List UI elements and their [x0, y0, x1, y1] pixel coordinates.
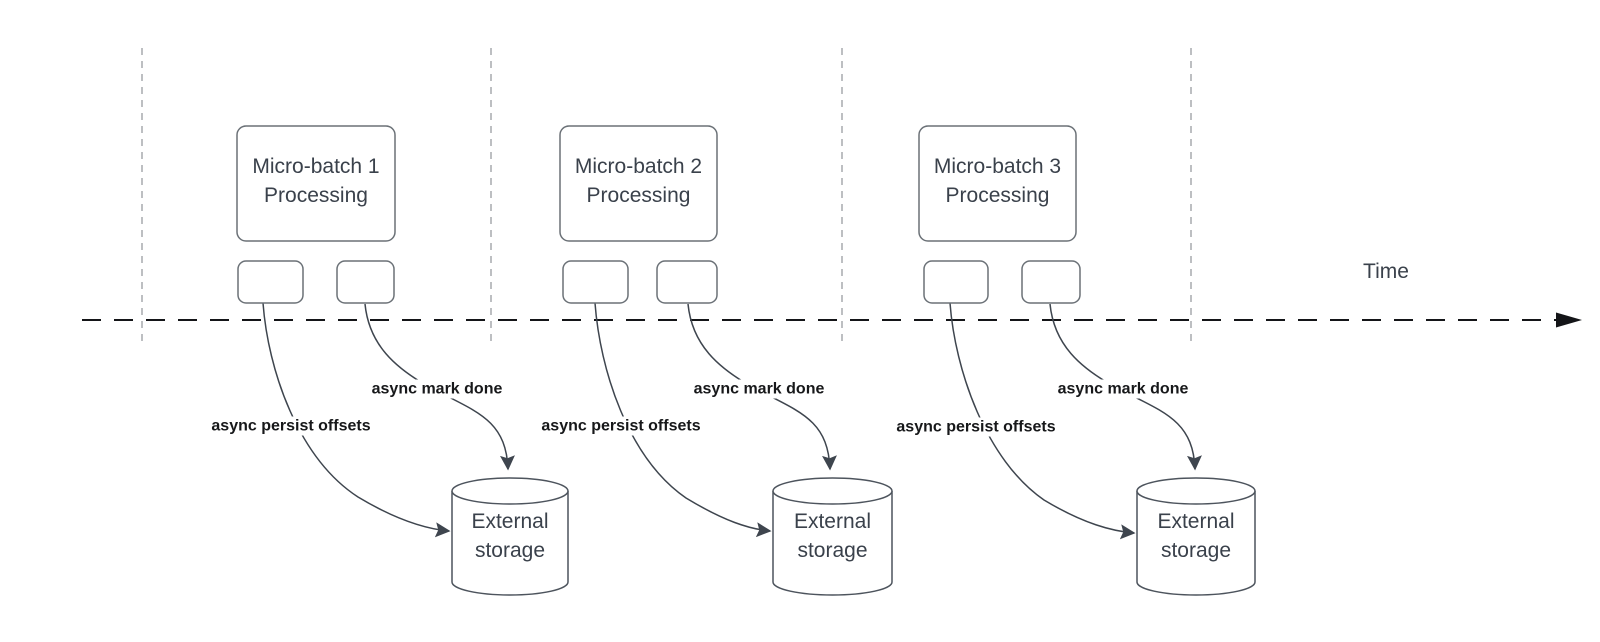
- offset-range-box-3b: [1021, 260, 1081, 304]
- micro-batch-2-box: [559, 125, 718, 242]
- storage-cylinder-body-3: [1136, 491, 1256, 596]
- time-interval-gridlines: [141, 48, 1192, 342]
- mark-done-arrow-1: [364, 303, 515, 471]
- offset-range-box-3a: [923, 260, 989, 304]
- storage-cylinder-top-3: [1136, 477, 1256, 505]
- micro-batch-3-box: [918, 125, 1077, 242]
- storage-cylinder-top-1: [451, 477, 569, 505]
- time-axis-arrowhead-icon: [1556, 312, 1582, 328]
- section-1-shapes: [236, 125, 569, 596]
- storage-cylinder-body-2: [772, 491, 893, 596]
- mark-done-arrow-2: [687, 303, 837, 471]
- storage-cylinder-top-2: [772, 477, 893, 505]
- mark-done-arrow-3: [1049, 303, 1202, 471]
- section-3-shapes: [918, 125, 1256, 596]
- persist-offsets-arrow-3: [949, 302, 1136, 540]
- micro-batch-1-box: [236, 125, 396, 242]
- offset-range-box-1b: [336, 260, 395, 304]
- offset-range-box-1a: [237, 260, 304, 304]
- time-axis: [82, 312, 1582, 328]
- persist-offsets-arrow-1: [262, 302, 451, 538]
- section-2-shapes: [559, 125, 893, 596]
- storage-cylinder-body-1: [451, 491, 569, 596]
- async-edges: [262, 302, 1202, 540]
- offset-range-box-2b: [656, 260, 718, 304]
- persist-offsets-arrow-2: [594, 302, 772, 538]
- offset-range-box-2a: [562, 260, 629, 304]
